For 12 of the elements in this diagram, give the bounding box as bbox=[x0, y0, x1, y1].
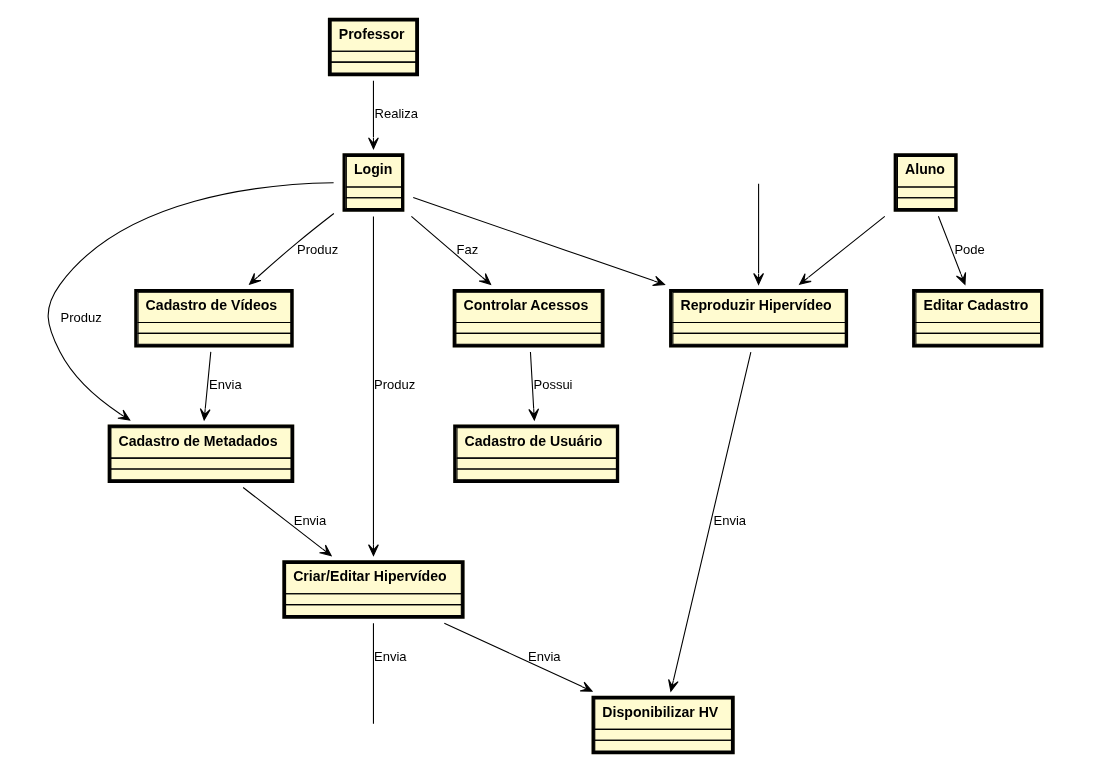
edge-label: Realiza bbox=[374, 105, 418, 121]
edge-label: Pode bbox=[954, 241, 985, 257]
edge-label: Produz bbox=[374, 376, 416, 392]
edge-label: Envia bbox=[713, 512, 747, 528]
edge-label: Possui bbox=[533, 376, 573, 392]
edge-label: Envia bbox=[528, 648, 561, 664]
edge-label: Produz bbox=[296, 241, 339, 257]
edge-label: Envia bbox=[209, 376, 242, 392]
edge-label: Produz bbox=[60, 309, 102, 325]
edge-label: Envia bbox=[374, 648, 407, 664]
edge-label: Faz bbox=[456, 241, 479, 257]
edge-label: Envia bbox=[293, 512, 327, 528]
